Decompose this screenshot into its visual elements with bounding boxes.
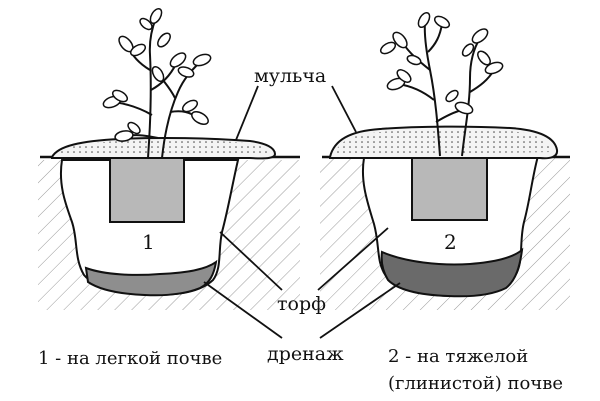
pit-2-rootball — [411, 157, 488, 221]
pit-2 — [329, 125, 559, 298]
pit-2-number: 2 — [444, 230, 457, 254]
pit-2-drainage — [380, 247, 524, 298]
mulch-label: мульча — [254, 65, 327, 87]
pit-1-number: 1 — [142, 230, 155, 254]
plant-1-leaves — [102, 7, 212, 142]
leader-lines — [203, 85, 401, 339]
pit-1-rootball — [109, 157, 185, 223]
drainage-label: дренаж — [267, 343, 344, 365]
pit-1-caption: 1 - на легкой почве — [38, 348, 223, 369]
pit-2-caption-line1: 2 - на тяжелой — [388, 346, 529, 367]
pit-2-caption-line2: (глинистой) почве — [388, 373, 564, 394]
pit-1 — [51, 136, 277, 297]
pit-1-drainage — [84, 259, 218, 297]
peat-label: торф — [277, 293, 326, 315]
plant-2-leaves — [379, 11, 504, 115]
